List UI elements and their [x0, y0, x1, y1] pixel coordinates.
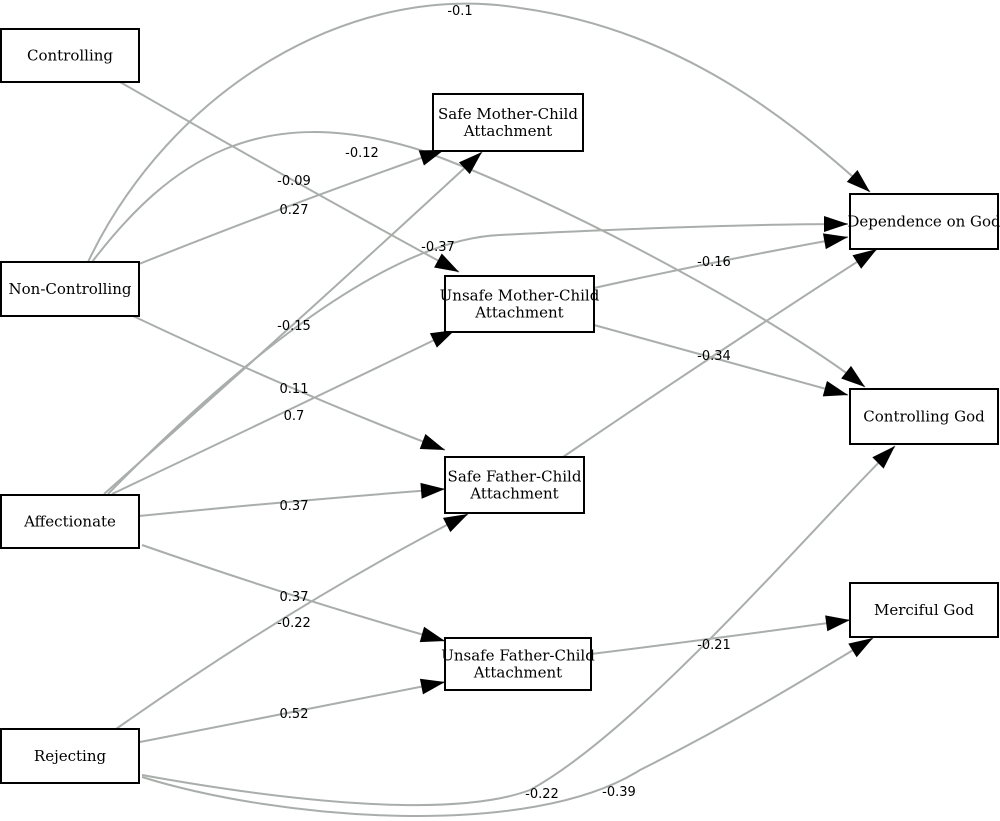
edge-non-controlling-to-safe-father [132, 315, 446, 451]
node-label-controlling-god: Controlling God [863, 408, 985, 426]
node-dependence-god: Dependence on God [847, 193, 1000, 250]
edge-unsafe-mother-to-dependence-god [593, 236, 849, 289]
edge-affectionate-to-dependence-god [107, 223, 849, 495]
edge-label-affectionate-to-safe-mother: -0.15 [277, 319, 311, 334]
node-rejecting: Rejecting [0, 728, 140, 784]
edge-affectionate-to-unsafe-mother [111, 329, 456, 495]
edge-label-unsafe-mother-to-dependence-god: -0.16 [697, 255, 731, 270]
edge-label-rejecting-to-controlling-god: -0.22 [525, 787, 559, 802]
node-label-rejecting: Rejecting [34, 747, 107, 765]
node-label-safe-father-line-2: Attachment [469, 485, 558, 503]
edges-layer [87, 2, 896, 818]
node-non-controlling: Non-Controlling [0, 261, 140, 317]
edge-label-affectionate-to-dependence-god: -0.37 [421, 240, 455, 255]
node-box-non-controlling [0, 261, 140, 317]
edge-affectionate-to-safe-father [138, 488, 446, 517]
edge-label-rejecting-to-merciful-god: -0.39 [602, 785, 636, 800]
node-label-unsafe-mother-line-1: Unsafe Mother-Child [440, 287, 600, 305]
edge-rejecting-to-controlling-god [141, 445, 896, 807]
node-box-controlling-god [849, 388, 999, 445]
node-box-rejecting [0, 728, 140, 784]
edge-label-non-controlling-to-controlling-god: -0.12 [345, 146, 379, 161]
edge-non-controlling-to-controlling-god [91, 131, 866, 388]
edge-non-controlling-to-safe-mother [138, 149, 445, 265]
edge-affectionate-to-unsafe-father [141, 544, 446, 642]
node-box-merciful-god [849, 582, 999, 638]
edge-unsafe-father-to-merciful-god [590, 619, 851, 655]
node-label-non-controlling: Non-Controlling [9, 280, 132, 298]
node-controlling: Controlling [0, 28, 140, 83]
edge-rejecting-to-unsafe-father [139, 681, 446, 743]
edge-safe-father-to-dependence-god [562, 248, 878, 458]
edge-label-controlling-to-unsafe-mother: -0.09 [277, 174, 311, 189]
arrowhead-non-controlling-to-controlling-god [841, 365, 865, 387]
arrowhead-affectionate-to-unsafe-father [419, 626, 445, 643]
node-label-unsafe-father-line-1: Unsafe Father-Child [441, 647, 595, 665]
nodes-layer: ControllingNon-ControllingAffectionateRe… [0, 28, 1000, 784]
node-box-affectionate [0, 494, 140, 549]
arrowhead-rejecting-to-controlling-god [872, 446, 895, 469]
arrowhead-rejecting-to-safe-father [442, 514, 468, 533]
labels-layer: -0.09 -0.1 -0.12 0.27 0.11 -0.15 -0.37 0.7 0.37 0… [277, 4, 731, 802]
node-affectionate: Affectionate [0, 494, 140, 549]
arrowhead-safe-father-to-dependence-god [852, 249, 877, 269]
edge-label-affectionate-to-safe-father: 0.37 [280, 499, 309, 514]
node-label-safe-father-line-1: Safe Father-Child [448, 468, 582, 486]
node-merciful-god: Merciful God [849, 582, 999, 638]
node-label-merciful-god: Merciful God [874, 601, 974, 619]
arrowhead-non-controlling-to-safe-mother [418, 150, 444, 166]
node-label-safe-mother-line-1: Safe Mother-Child [438, 105, 578, 123]
node-label-affectionate: Affectionate [23, 513, 116, 531]
edge-rejecting-to-merciful-god [141, 637, 874, 818]
node-box-safe-father [444, 456, 585, 514]
edge-unsafe-mother-to-controlling-god [593, 324, 849, 396]
edge-label-rejecting-to-unsafe-father: 0.52 [280, 707, 309, 722]
edge-controlling-to-unsafe-mother [119, 81, 460, 273]
arrowhead-controlling-to-unsafe-mother [434, 253, 459, 272]
edge-label-rejecting-to-safe-father: -0.22 [277, 616, 311, 631]
edge-label-non-controlling-to-safe-mother: 0.27 [280, 203, 309, 218]
arrowhead-affectionate-to-dependence-god [823, 216, 848, 233]
node-label-unsafe-father-line-2: Attachment [473, 664, 562, 682]
node-box-controlling [0, 28, 140, 83]
arrowhead-affectionate-to-safe-father [420, 482, 445, 499]
arrowhead-unsafe-father-to-merciful-god [825, 615, 850, 632]
node-box-unsafe-father [444, 637, 592, 691]
arrowhead-unsafe-mother-to-controlling-god [822, 380, 848, 397]
arrowhead-rejecting-to-merciful-god [848, 638, 873, 658]
arrowhead-rejecting-to-unsafe-father [419, 678, 445, 695]
edge-label-affectionate-to-unsafe-father: 0.37 [280, 590, 309, 605]
edge-non-controlling-to-dependence-god [87, 2, 871, 263]
node-box-safe-mother [432, 93, 584, 152]
edge-label-non-controlling-to-safe-father: 0.11 [280, 382, 309, 397]
arrowhead-non-controlling-to-dependence-god [846, 170, 870, 192]
node-box-unsafe-mother [444, 275, 595, 333]
node-controlling-god: Controlling God [849, 388, 999, 445]
edge-label-unsafe-father-to-merciful-god: -0.21 [697, 638, 731, 653]
arrowhead-affectionate-to-safe-mother [458, 152, 482, 175]
arrowhead-unsafe-mother-to-dependence-god [822, 233, 848, 250]
arrowhead-affectionate-to-unsafe-mother [429, 330, 455, 348]
arrowhead-non-controlling-to-safe-father [419, 433, 445, 450]
node-label-dependence-god: Dependence on God [847, 213, 1000, 231]
edge-label-affectionate-to-unsafe-mother: 0.7 [284, 409, 305, 424]
node-label-unsafe-mother-line-2: Attachment [474, 304, 563, 322]
edge-label-non-controlling-to-dependence-god: -0.1 [447, 4, 472, 19]
edge-label-unsafe-mother-to-controlling-god: -0.34 [697, 349, 731, 364]
node-box-dependence-god [849, 193, 999, 250]
edge-rejecting-to-safe-father [115, 513, 469, 730]
node-label-controlling: Controlling [27, 47, 113, 65]
node-label-safe-mother-line-2: Attachment [463, 122, 552, 140]
